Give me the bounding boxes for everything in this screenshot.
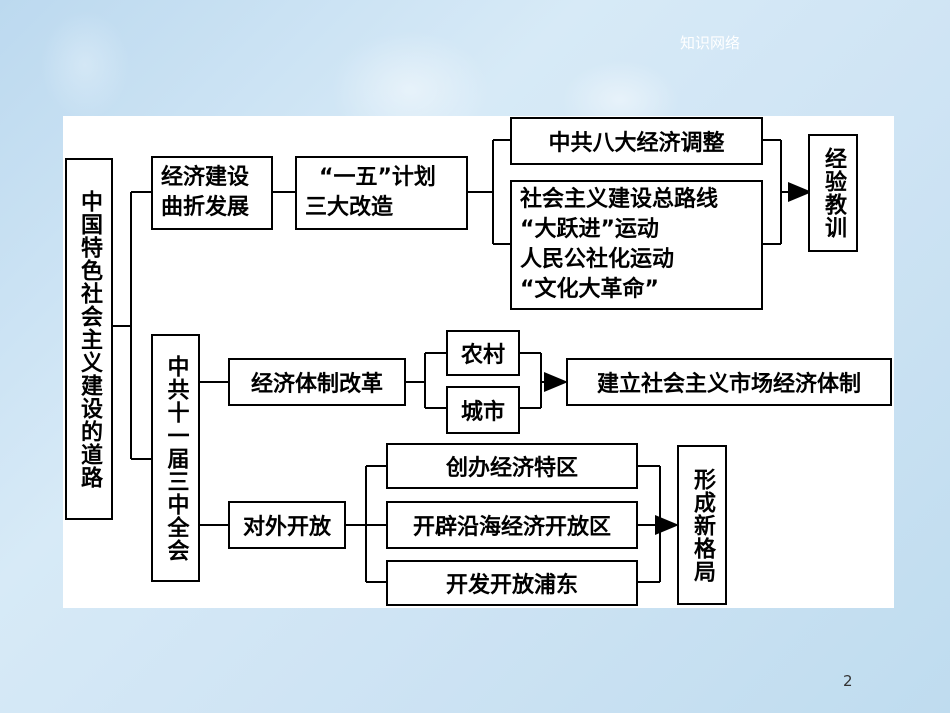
diagram-panel: 中国特色社会主义建设的道路 经济建设 曲折发展 “一五”计划 三大改造 中共八大… <box>63 116 894 608</box>
node-line: 经济建设 <box>161 165 250 190</box>
node-line: “大跃进”运动 <box>520 217 659 242</box>
coastal-open-areas-node: 开辟沿海经济开放区 <box>386 501 638 549</box>
node-line: 三大改造 <box>305 195 394 220</box>
market-economy-node: 建立社会主义市场经济体制 <box>566 358 892 406</box>
third-plenum-node: 中共十一届三中全会 <box>151 334 200 582</box>
pudong-development-node: 开发开放浦东 <box>386 560 638 606</box>
background-decoration <box>40 10 130 120</box>
node-line: 社会主义建设总路线 <box>520 187 719 212</box>
urban-node: 城市 <box>446 386 520 434</box>
rural-node: 农村 <box>446 330 520 376</box>
eighth-congress-adjustment-node: 中共八大经济调整 <box>510 117 763 165</box>
economic-construction-node: 经济建设 曲折发展 <box>151 156 273 230</box>
slide-title: 知识网络 <box>680 34 741 52</box>
page-number: 2 <box>843 672 853 690</box>
economic-reform-node: 经济体制改革 <box>228 358 406 406</box>
node-line: “文化大革命” <box>520 277 659 302</box>
new-pattern-node: 形成新格局 <box>677 445 727 605</box>
opening-up-node: 对外开放 <box>228 501 346 549</box>
special-economic-zones-node: 创办经济特区 <box>386 443 638 489</box>
node-line: 人民公社化运动 <box>520 247 675 272</box>
root-node: 中国特色社会主义建设的道路 <box>65 158 113 520</box>
connector-lines <box>113 139 812 583</box>
five-year-plan-node: “一五”计划 三大改造 <box>295 156 468 230</box>
node-line: 曲折发展 <box>161 195 250 220</box>
lessons-node: 经验教训 <box>808 134 858 252</box>
node-line: “一五”计划 <box>319 165 436 190</box>
movements-node: 社会主义建设总路线 “大跃进”运动 人民公社化运动 “文化大革命” <box>510 180 763 310</box>
